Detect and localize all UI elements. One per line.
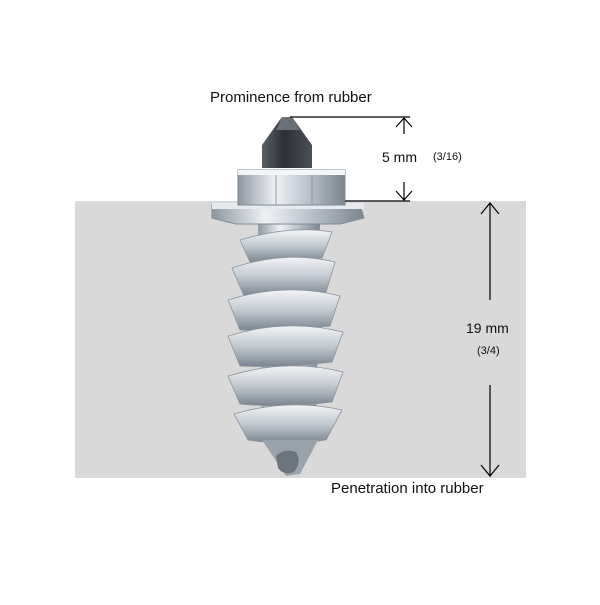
prominence-dimension	[290, 116, 413, 202]
prominence-fraction: (3/16)	[433, 151, 462, 163]
penetration-dimension	[480, 202, 500, 477]
penetration-label: Penetration into rubber	[331, 480, 484, 497]
spike-icon	[211, 117, 365, 476]
prominence-value: 5 mm	[382, 149, 417, 165]
penetration-value: 19 mm	[466, 320, 509, 336]
penetration-fraction: (3/4)	[477, 345, 500, 357]
prominence-label: Prominence from rubber	[210, 89, 372, 106]
